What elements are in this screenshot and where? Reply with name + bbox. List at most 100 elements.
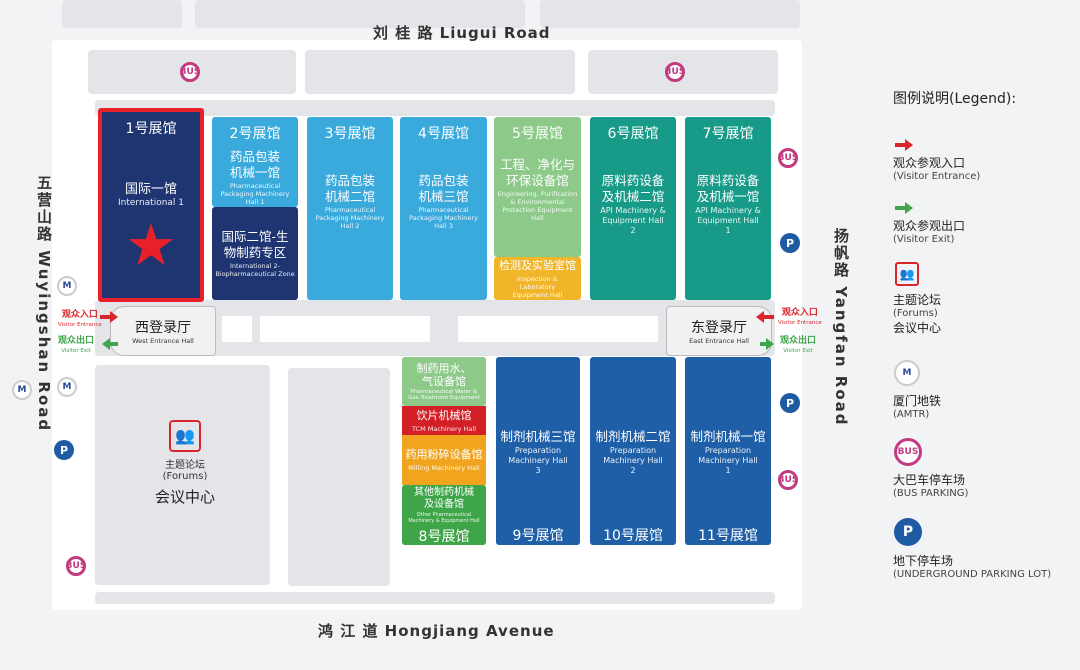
west-entrance-hall[interactable]: 西登录厅 West Entrance Hall [110, 306, 216, 356]
hall-number: 8号展馆 [418, 529, 470, 545]
metro-icon[interactable]: M [57, 276, 77, 296]
exit-arrow-icon [760, 338, 774, 350]
forums-icon: 👥 [169, 420, 201, 452]
hall-name-en: Inspection & Laboratory Equipment Hall [512, 274, 563, 299]
hall-2-international[interactable]: 国际二馆-生物制药专区 International 2-Biopharmaceu… [212, 207, 298, 300]
road-north: 刘 桂 路 Liugui Road [373, 24, 551, 42]
corridor-box [260, 316, 430, 342]
hall-8-other[interactable]: 其他制药机械及设备馆 Other Pharmaceutical Machiner… [402, 485, 486, 545]
hall-number: 3号展馆 [324, 126, 376, 142]
bus-parking-icon[interactable]: BUS [778, 470, 798, 490]
hall-name-en: Preparation Machinery Hall 1 [698, 446, 758, 475]
hall-8-milling[interactable]: 药用粉碎设备馆 Milling Machinery Hall [402, 435, 486, 485]
bus-parking-icon[interactable]: BUS [665, 62, 685, 82]
legend-label-en: (BUS PARKING) [893, 488, 969, 499]
label: 观众出口 [780, 336, 817, 346]
legend-label: 观众参观出口 [893, 219, 966, 233]
parking-icon[interactable]: P [780, 233, 800, 253]
hall-8-tcm[interactable]: 饮片机械馆 TCM Machinery Hall [402, 406, 486, 435]
hall-name: 原料药设备及机械二馆 [601, 173, 665, 204]
legend-item-parking: 地下停车场(UNDERGROUND PARKING LOT) [893, 552, 1051, 580]
forums-center[interactable]: 👥 主题论坛 (Forums) 会议中心 [120, 420, 250, 507]
legend-title: 图例说明(Legend): [893, 91, 1017, 107]
conference-center-label: 会议中心 [154, 488, 215, 506]
corridor-box [222, 316, 252, 342]
hall-name-en: API Machinery & Equipment Hall 2 [600, 206, 666, 235]
entrance-arrow-icon [895, 139, 913, 151]
hall-name: 制剂机械二馆 [595, 429, 671, 444]
east-entrance-hall[interactable]: 东登录厅 East Entrance Hall [666, 306, 772, 356]
legend-label: 会议中心 [893, 321, 942, 335]
hall-3[interactable]: 3号展馆 药品包装机械二馆 Pharmaceutical Packaging M… [307, 117, 393, 300]
hall-11[interactable]: 制剂机械一馆 Preparation Machinery Hall 1 11号展… [685, 357, 771, 545]
hall-name-en: API Machinery & Equipment Hall 1 [695, 206, 761, 235]
block [288, 368, 390, 586]
forums-label-en: (Forums) [162, 471, 208, 482]
hall-number: 7号展馆 [702, 126, 754, 142]
hall-name-en: International 2-Biopharmaceutical Zone [215, 261, 295, 278]
hall-name: 饮片机械馆 [416, 408, 472, 422]
west-visitor-exit: 观众出口 Visitor Exit [58, 336, 94, 356]
hall-number: 6号展馆 [607, 126, 659, 142]
hall-4[interactable]: 4号展馆 药品包装机械三馆 Pharmaceutical Packaging M… [400, 117, 487, 300]
hall-name: 制剂机械三馆 [500, 429, 576, 444]
road-east: 扬帆路 Yangfan Road [832, 228, 850, 427]
hall-number: 5号展馆 [512, 126, 563, 142]
hall-name: 药品包装机械二馆 [324, 173, 375, 204]
parking-icon[interactable]: P [54, 440, 74, 460]
legend-item-metro: 厦门地铁(AMTR) [893, 392, 941, 420]
hall-6[interactable]: 6号展馆 原料药设备及机械二馆 API Machinery & Equipmen… [590, 117, 676, 300]
legend-label: 地下停车场 [893, 554, 954, 568]
hall-name: 工程、净化与环保设备馆 [499, 157, 575, 188]
hall-7[interactable]: 7号展馆 原料药设备及机械一馆 API Machinery & Equipmen… [685, 117, 771, 300]
legend-item-exit: 观众参观出口(Visitor Exit) [893, 217, 965, 245]
label-en: Visitor Entrance [778, 320, 822, 326]
block [62, 0, 182, 28]
metro-icon[interactable]: M [57, 377, 77, 397]
block [95, 592, 775, 604]
legend-label-en: (Forums) [893, 308, 938, 319]
hall-name: 检测及实验室馆 [499, 258, 576, 272]
exit-arrow-icon [895, 202, 913, 214]
hall-name: 药用粉碎设备馆 [405, 448, 483, 461]
hall-name: 制药用水、气设备馆 [416, 361, 472, 388]
entrance-arrow-icon [756, 311, 774, 323]
hall-number: 1号展馆 [125, 121, 177, 137]
road-west: 五营山路 Wuyingshan Road [35, 175, 53, 433]
entrance-name-en: West Entrance Hall [132, 337, 194, 345]
hall-1[interactable]: 1号展馆 国际一馆 International 1 ★ [98, 108, 204, 302]
legend-label: 大巴车停车场 [893, 473, 966, 487]
parking-icon[interactable]: P [780, 393, 800, 413]
bus-parking-icon: BUS [894, 438, 922, 466]
hall-2-packaging[interactable]: 2号展馆 药品包装机械一馆 Pharmaceutical Packaging M… [212, 117, 298, 207]
hall-9[interactable]: 制剂机械三馆 Preparation Machinery Hall 3 9号展馆 [496, 357, 580, 545]
legend-label-en: (Visitor Exit) [893, 234, 955, 245]
hall-name-en: Preparation Machinery Hall 2 [603, 446, 663, 475]
block [540, 0, 800, 28]
legend-label: 观众参观入口 [893, 156, 966, 170]
label-en: Visitor Exit [783, 348, 813, 354]
block [195, 0, 525, 28]
hall-name: 其他制药机械及设备馆 [414, 487, 474, 510]
label: 观众出口 [58, 336, 95, 346]
legend-label-en: (AMTR) [893, 409, 930, 420]
forums-icon: 👥 [895, 262, 919, 286]
star-icon: ★ [125, 211, 177, 279]
bus-parking-icon[interactable]: BUS [66, 556, 86, 576]
hall-8-water-gas[interactable]: 制药用水、气设备馆 Pharmaceutical Water & Gas Tre… [402, 357, 486, 406]
bus-parking-icon[interactable]: BUS [180, 62, 200, 82]
road-south: 鸿 江 道 Hongjiang Avenue [318, 622, 555, 640]
legend-label-en: (UNDERGROUND PARKING LOT) [893, 569, 1052, 580]
hall-number: 4号展馆 [418, 126, 469, 142]
hall-name-en: Pharmaceutical Water & Gas Treatment Equ… [408, 388, 480, 401]
hall-10[interactable]: 制剂机械二馆 Preparation Machinery Hall 2 10号展… [590, 357, 676, 545]
metro-icon[interactable]: M [12, 380, 32, 400]
bus-parking-icon[interactable]: BUS [778, 148, 798, 168]
forums-label: 主题论坛 [165, 460, 205, 471]
hall-name-en: International 1 [117, 198, 185, 208]
hall-5-inspection[interactable]: 检测及实验室馆 Inspection & Laboratory Equipmen… [494, 257, 581, 300]
label-en: Visitor Exit [61, 348, 91, 354]
hall-5-engineering[interactable]: 5号展馆 工程、净化与环保设备馆 Engineering, Purificati… [494, 117, 581, 257]
